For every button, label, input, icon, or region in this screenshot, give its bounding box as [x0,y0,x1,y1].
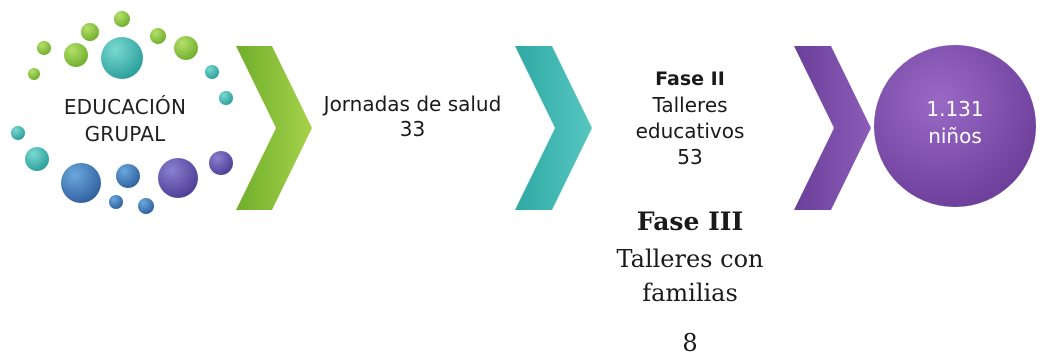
hub-dot [81,23,99,41]
step2-count: 53 [677,145,703,169]
step3-label-line1: Talleres con [616,245,764,273]
result-label: niños [928,124,982,148]
hub-dot [209,151,233,175]
hub-dot [28,68,40,80]
step2-phase-title: Fase II [655,68,725,90]
hub-dot [158,158,198,198]
hub-dot [114,11,130,27]
result-circle [874,45,1036,207]
hub-label-line2: GRUPAL [84,122,166,146]
step1-count: 33 [399,117,426,141]
step3-text: Fase III Talleres con familias 8 [560,202,820,360]
hub-dot [174,36,198,60]
hub-dot [150,28,166,44]
hub-label: EDUCACIÓN GRUPAL [30,94,220,148]
step3-count: 8 [682,329,698,357]
hub-label-line1: EDUCACIÓN [63,95,187,119]
hub-dot [116,164,140,188]
step3-phase-title: Fase III [636,207,744,236]
chevron-arrow-green [236,46,312,210]
hub-dot [138,198,154,214]
chevron-arrow-teal [515,46,592,210]
hub-dot [109,195,123,209]
hub-dot [64,43,88,67]
hub-dot [25,147,49,171]
step2-label-line2: educativos [635,119,745,143]
hub-dot [205,65,219,79]
hub-dot-ring [11,11,233,214]
hub-dot [219,91,233,105]
hub-dot [101,37,143,79]
hub-dot [61,163,101,203]
step1-label: Jornadas de salud [323,92,502,116]
step2-text: Fase II Talleres educativos 53 [600,66,780,170]
hub-dot [11,126,25,140]
result-count: 1.131 [926,97,984,121]
step1-text: Jornadas de salud 33 [305,92,520,142]
step2-label-line1: Talleres [652,93,728,117]
result-text: 1.131 niños [880,96,1030,150]
hub-dot [37,41,51,55]
step3-label-line2: familias [642,279,738,307]
chevron-arrow-purple [794,46,871,210]
